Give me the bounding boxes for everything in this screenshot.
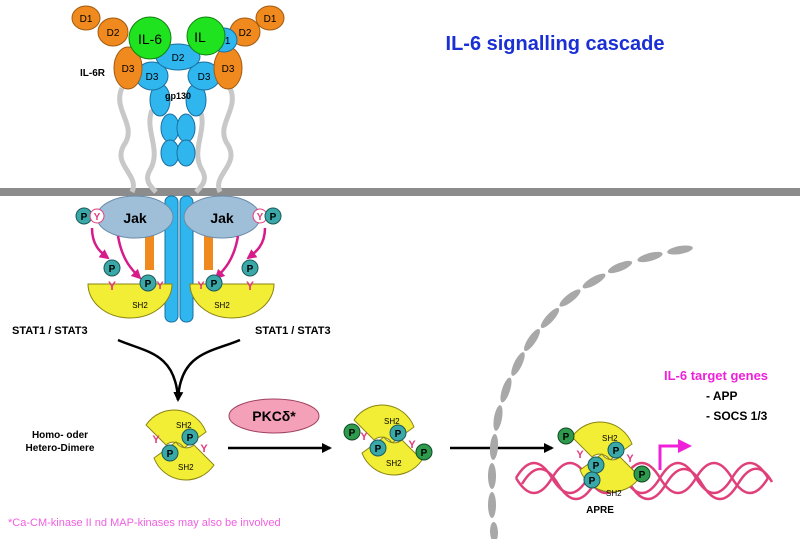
stat-dimer-3 — [557, 421, 651, 493]
dimer3-sh2-bottom: SH2 — [606, 489, 622, 498]
dimer2-sh2-top: SH2 — [384, 417, 400, 426]
stat-left — [87, 283, 173, 319]
pkc-delta — [228, 398, 320, 434]
tyrosine-stat-right-label: Y — [246, 279, 254, 293]
gp130-d3-left-label: D3 — [146, 72, 159, 83]
il6r-label: IL-6R — [80, 68, 106, 79]
target-genes-title: IL-6 target genes — [664, 368, 768, 383]
dimer2-y-right: Y — [408, 439, 416, 451]
dimer-label-line1: Homo- oder — [32, 430, 88, 441]
dimer2-p-top: P — [395, 429, 402, 440]
dimer3-p-middle: P — [593, 461, 600, 472]
il6r-right — [213, 5, 285, 90]
il6-left-label: IL-6 — [138, 31, 162, 47]
tyrosine-jak-left-label: Y — [94, 212, 101, 223]
stat-dimer-1 — [145, 409, 215, 481]
transcription-start-arrow — [658, 444, 680, 470]
phospho-jak-right-label: P — [270, 212, 277, 223]
jak-right-label: Jak — [210, 210, 234, 226]
il6r-right-d3-label: D3 — [222, 64, 235, 75]
target-gene-app: - APP — [706, 389, 738, 403]
stat-left-label: STAT1 / STAT3 — [12, 325, 88, 337]
phospho-stat-right — [241, 259, 259, 277]
phospho-gp130-right — [205, 274, 223, 292]
dimer1-sh2-top: SH2 — [176, 421, 192, 430]
dimer1-p-bottom: P — [167, 449, 174, 460]
dimer1-y-left: Y — [152, 434, 160, 446]
phospho-jak-left-label: P — [81, 212, 88, 223]
dimer1-y-right: Y — [200, 443, 208, 455]
dimer-label-line2: Hetero-Dimere — [26, 443, 95, 454]
pkc-delta-label: PKCδ* — [252, 408, 296, 424]
stat-left-sh2-label: SH2 — [132, 301, 148, 310]
dimer3-p-top: P — [613, 446, 620, 457]
stat-dimer-2 — [343, 404, 433, 476]
dimer3-p-bottom: P — [589, 476, 596, 487]
gp130-d3-right-label: D3 — [198, 72, 211, 83]
il6-right-label: IL — [194, 29, 206, 45]
dimer2-p-green-left: P — [349, 428, 356, 439]
dimer2-p-bottom: P — [375, 444, 382, 455]
phospho-jak-right — [264, 207, 282, 225]
il6r-left-d3-label: D3 — [122, 64, 135, 75]
stat-right-sh2-label: SH2 — [214, 301, 230, 310]
tyrosine-gp130-left-label: Y — [156, 280, 164, 292]
convergence-arrow-right — [173, 338, 241, 402]
tyrosine-stat-left-label: Y — [108, 279, 116, 293]
dimer2-sh2-bottom: SH2 — [386, 459, 402, 468]
nuclear-envelope — [488, 245, 693, 542]
phospho-gp130-right-label: P — [211, 279, 218, 290]
dna-helix — [514, 461, 774, 501]
footnote: *Ca-CM-kinase II nd MAP-kinases may also… — [8, 517, 281, 529]
tyrosine-jak-left — [89, 208, 105, 224]
il6-ligand-right — [186, 16, 226, 56]
dimer1-sh2-bottom: SH2 — [178, 463, 194, 472]
convergence-arrow-left — [117, 338, 180, 401]
phospho-stat-right-label: P — [247, 264, 254, 275]
il6-ligand-left — [128, 16, 172, 60]
dimer1-p-top: P — [187, 433, 194, 444]
gp130-d2-label: D2 — [172, 53, 185, 64]
dimer2-y-left: Y — [360, 431, 368, 443]
dimer3-p-green-left: P — [563, 432, 570, 443]
il6r-right-d1-label: D1 — [264, 14, 277, 25]
dimer3-y-right: Y — [626, 453, 634, 465]
il6r-left-d1-label: D1 — [80, 14, 93, 25]
phospho-stat-left — [103, 259, 121, 277]
il6r-right-d2-label: D2 — [239, 28, 252, 39]
tyrosine-jak-right-label: Y — [257, 212, 264, 223]
target-gene-socs: - SOCS 1/3 — [706, 409, 768, 423]
cell-membrane — [0, 188, 800, 196]
stat-right — [189, 283, 275, 319]
il6r-left-d2-label: D2 — [107, 28, 120, 39]
phospho-stat-left-label: P — [109, 264, 116, 275]
dimer3-p-green-right: P — [639, 470, 646, 481]
apre-label: APRE — [586, 505, 614, 516]
il6r-tm-left — [145, 228, 154, 270]
dimer3-y-left: Y — [576, 449, 584, 461]
dimer3-sh2-top: SH2 — [602, 434, 618, 443]
phospho-gp130-left — [139, 274, 157, 292]
jak-left-label: Jak — [123, 210, 147, 226]
stat-right-label: STAT1 / STAT3 — [255, 325, 331, 337]
il6r-tm-right — [204, 228, 213, 270]
gp130-label: gp130 — [165, 91, 191, 101]
dimer2-p-green-right: P — [421, 448, 428, 459]
receptor-stalks — [117, 86, 235, 194]
tyrosine-gp130-right-label: Y — [197, 280, 205, 292]
phospho-gp130-left-label: P — [145, 279, 152, 290]
il6r-left — [71, 5, 143, 90]
transcription-start-arrowhead — [678, 439, 692, 453]
diagram-title: IL-6 signalling cascade — [446, 33, 665, 55]
